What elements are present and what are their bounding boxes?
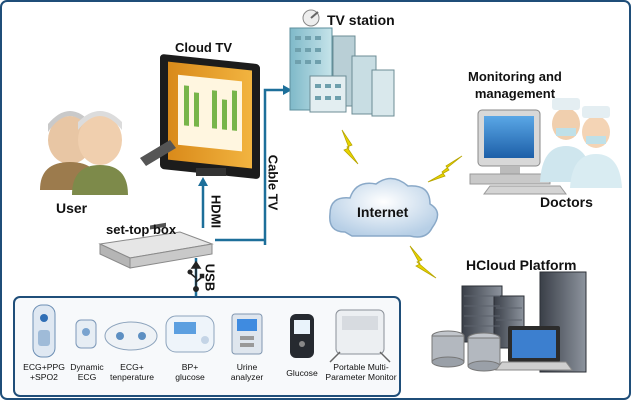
device-label-dynamic-ecg: Dynamic ECG [70, 362, 104, 382]
lightning-bolt-tv [341, 129, 359, 165]
doctors-label: Doctors [540, 194, 593, 210]
set-top-box-label: set-top box [106, 222, 177, 237]
user-icon [40, 111, 128, 195]
monitoring-management-label: Monitoring and management [468, 69, 562, 101]
lightning-bolt-doctors [427, 155, 463, 183]
cable-tv-line [263, 88, 288, 245]
usb-symbol-icon [187, 260, 205, 292]
device-label-glucose: Glucose [286, 368, 318, 378]
hcloud-servers-icon [431, 271, 587, 373]
tv-station-icon [289, 9, 395, 117]
monitoring-computer-icon [469, 109, 567, 195]
device-label-bp-glucose: BP+ glucose [175, 362, 205, 382]
hcloud-platform-label: HCloud Platform [466, 257, 577, 273]
urine-analyzer-icon [231, 313, 263, 355]
ecg-ppg-device-icon [32, 304, 56, 358]
internet-label: Internet [357, 204, 409, 220]
multi-parameter-monitor-icon [329, 309, 391, 363]
cloud-tv-label: Cloud TV [175, 40, 233, 55]
usb-label: USB [202, 263, 218, 292]
device-label-urine-analyzer: Urine analyzer [230, 362, 264, 382]
dynamic-ecg-device-icon [75, 319, 97, 349]
tv-station-label: TV station [327, 12, 395, 28]
lightning-bolt-hcloud [409, 245, 437, 279]
user-label: User [56, 200, 88, 216]
cable-tv-label: Cable TV [265, 154, 281, 211]
set-top-box-icon [98, 222, 214, 269]
device-label-ecg-ppg-spo2: ECG+PPG +SPO2 [23, 362, 65, 382]
doctors-icon [540, 98, 622, 188]
connector-arrows [198, 85, 292, 186]
ecg-temperature-device-icon [104, 321, 158, 351]
device-label-ecg-temperature: ECG+ tenperature [110, 362, 154, 382]
hdmi-label: HDMI [208, 194, 224, 229]
glucose-meter-icon [290, 314, 314, 358]
device-label-multi-parameter-monitor: Portable Multi- Parameter Monitor [325, 362, 397, 382]
lightning-bolts [341, 129, 463, 279]
bp-glucose-device-icon [165, 315, 215, 353]
cloud-tv-icon [140, 54, 260, 179]
internet-cloud-icon [329, 177, 439, 238]
